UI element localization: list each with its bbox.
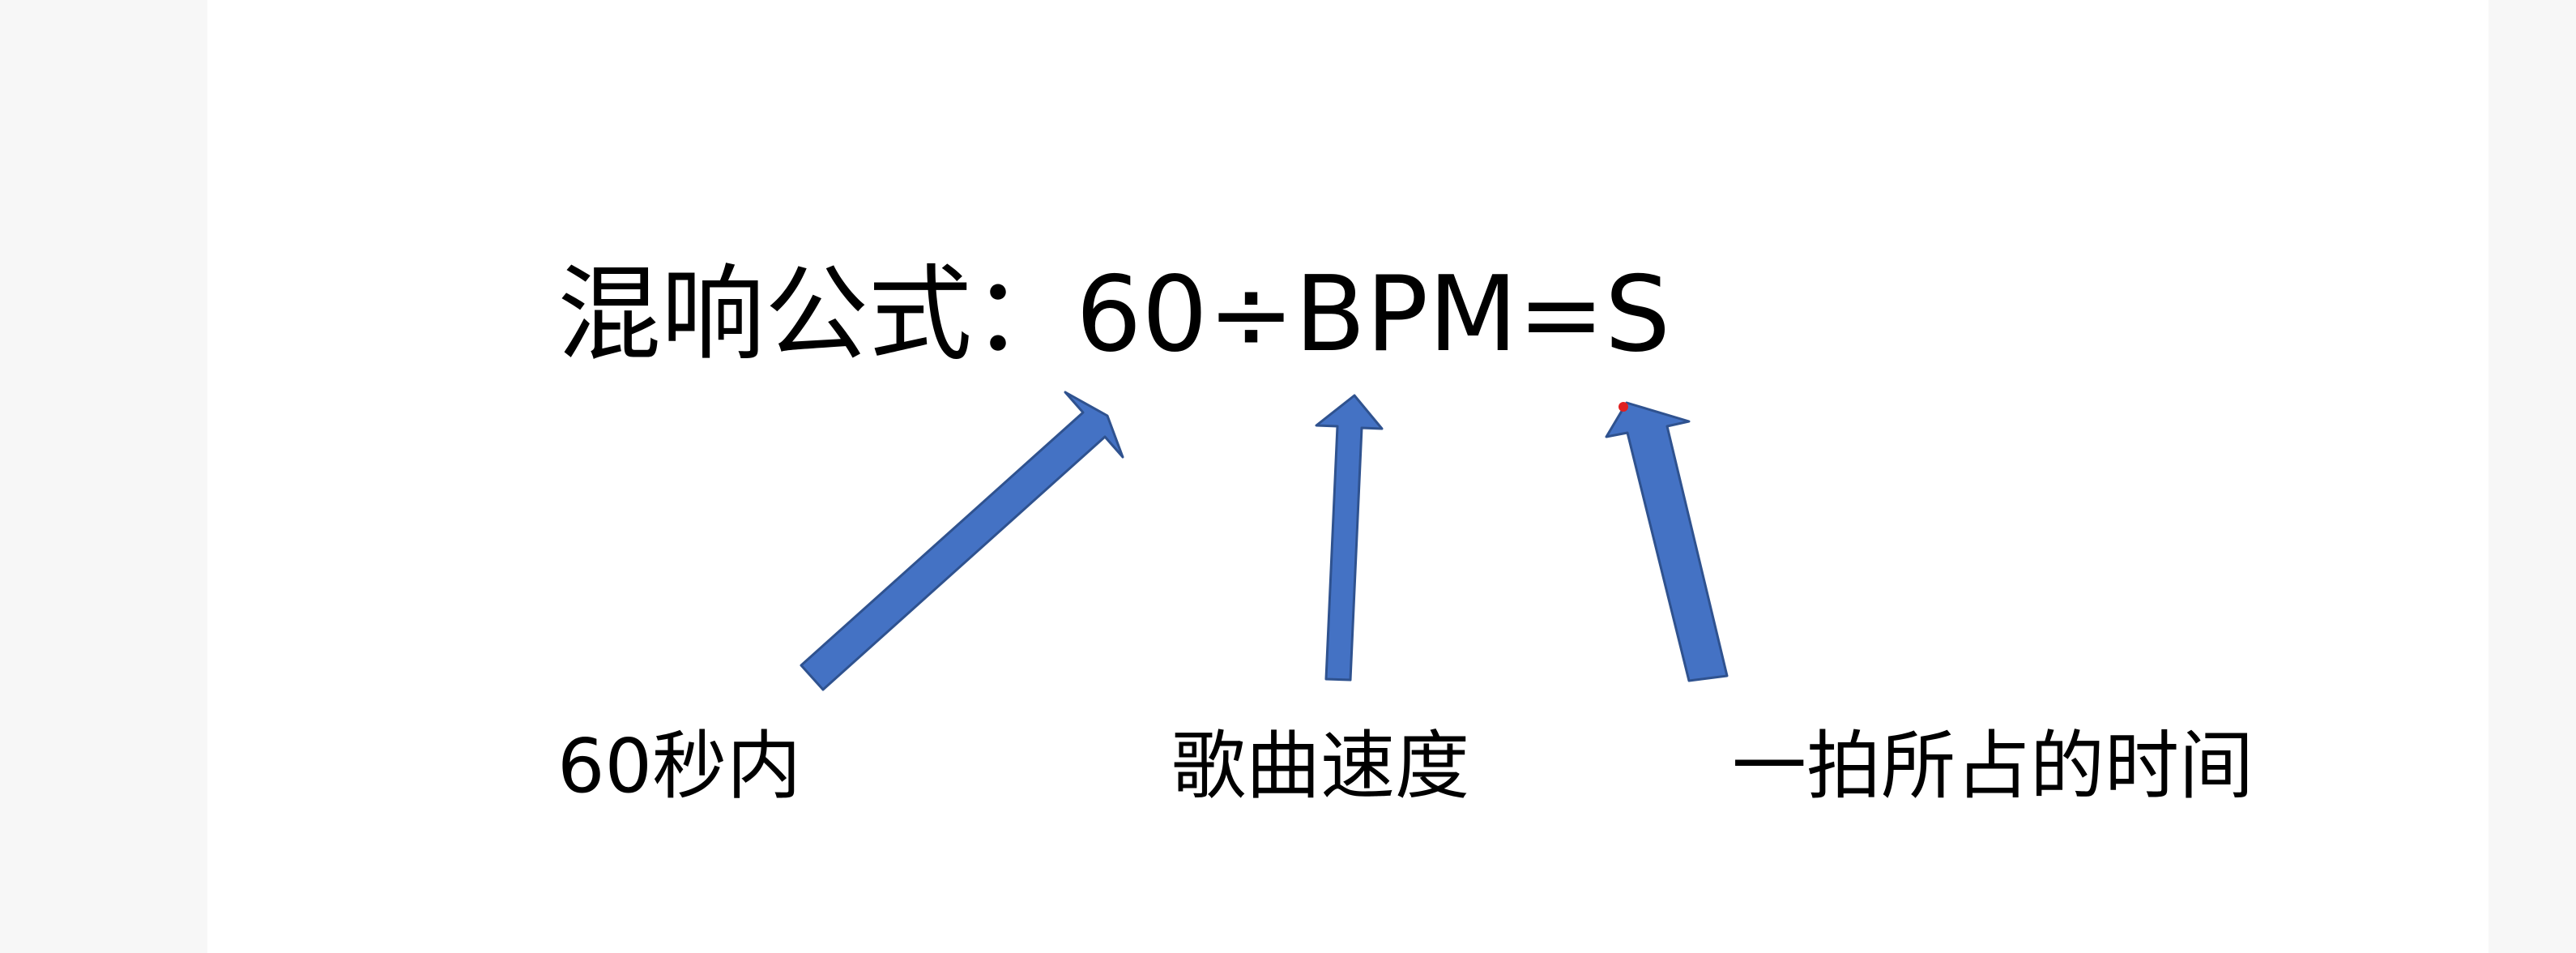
arrow-to-s [1605, 401, 1729, 682]
arrow-to-bpm [1315, 394, 1384, 682]
label-beat-time: 一拍所占的时间 [1732, 723, 2254, 810]
label-song-tempo: 歌曲速度 [1171, 723, 1470, 810]
arrow-to-60 [800, 391, 1124, 691]
cursor-marker [1619, 402, 1628, 412]
label-sixty-seconds: 60秒内 [557, 723, 802, 810]
formula-text: 混响公式：60÷BPM=S [557, 254, 1671, 375]
